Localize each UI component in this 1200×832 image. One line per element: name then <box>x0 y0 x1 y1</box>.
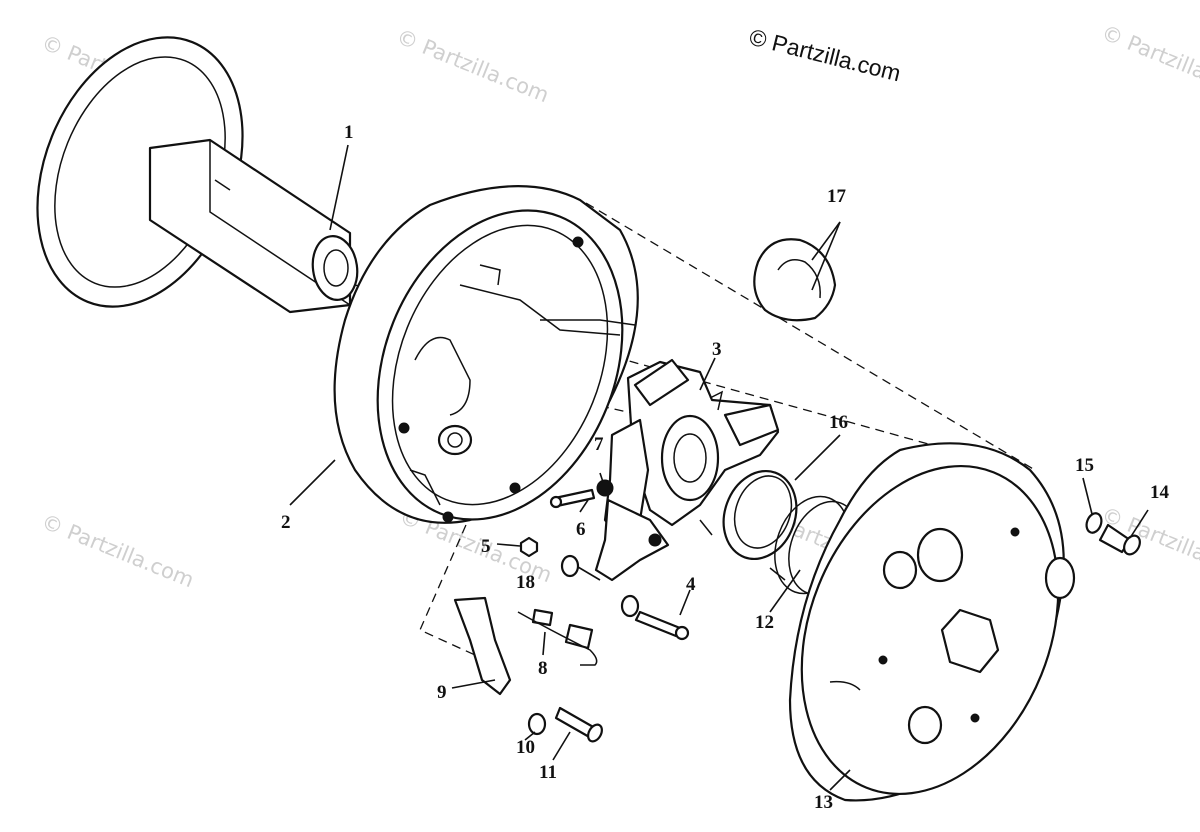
copyright-label: © Partzilla.com <box>747 24 904 87</box>
part-15-washer <box>1085 512 1103 534</box>
bracket-guide-line <box>419 469 491 656</box>
part-9-bracket <box>453 596 512 696</box>
callout-10: 10 <box>516 737 535 758</box>
part-10-washer <box>527 712 547 736</box>
callout-4: 4 <box>686 574 696 595</box>
part-3-spider-assembly <box>594 358 780 582</box>
callout-2: 2 <box>281 512 291 533</box>
callout-14: 14 <box>1150 482 1170 503</box>
callout-1: 1 <box>344 122 354 143</box>
part-6-bolt <box>549 488 596 509</box>
callout-15: 15 <box>1075 455 1094 476</box>
watermark-3: © Partzilla.com <box>1098 20 1200 103</box>
part-16-bushing <box>722 469 798 561</box>
part-13-clutch-cover <box>788 442 1076 802</box>
callout-13: 13 <box>814 792 833 813</box>
part-4-bolt <box>620 594 690 641</box>
leader-lines <box>289 144 1149 791</box>
callout-12: 12 <box>755 612 774 633</box>
part-11-bolt <box>554 706 603 743</box>
watermark-2: © Partzilla.com <box>393 24 552 107</box>
part-8-pin <box>517 608 598 666</box>
part-5-nut <box>519 536 539 558</box>
part-17-snap-ring <box>753 238 837 322</box>
watermark-4: © Partzilla.com <box>38 509 197 592</box>
callout-16: 16 <box>829 412 848 433</box>
callout-18: 18 <box>516 572 535 593</box>
callout-8: 8 <box>538 658 548 679</box>
callout-11: 11 <box>539 762 557 783</box>
axis-line-upper <box>585 202 1036 471</box>
callout-numbers: 1 2 3 4 5 6 7 8 9 10 11 12 13 14 15 16 1… <box>281 122 1170 813</box>
part-18-washer <box>560 554 580 578</box>
callout-5: 5 <box>481 536 491 557</box>
callout-3: 3 <box>712 339 722 360</box>
part-14-bolt <box>1098 523 1141 556</box>
callout-9: 9 <box>437 682 447 703</box>
callout-6: 6 <box>576 519 586 540</box>
part-2-clutch-housing <box>333 185 639 524</box>
callout-7: 7 <box>594 434 604 455</box>
callout-17: 17 <box>827 186 847 207</box>
part-7-nut <box>596 479 614 497</box>
